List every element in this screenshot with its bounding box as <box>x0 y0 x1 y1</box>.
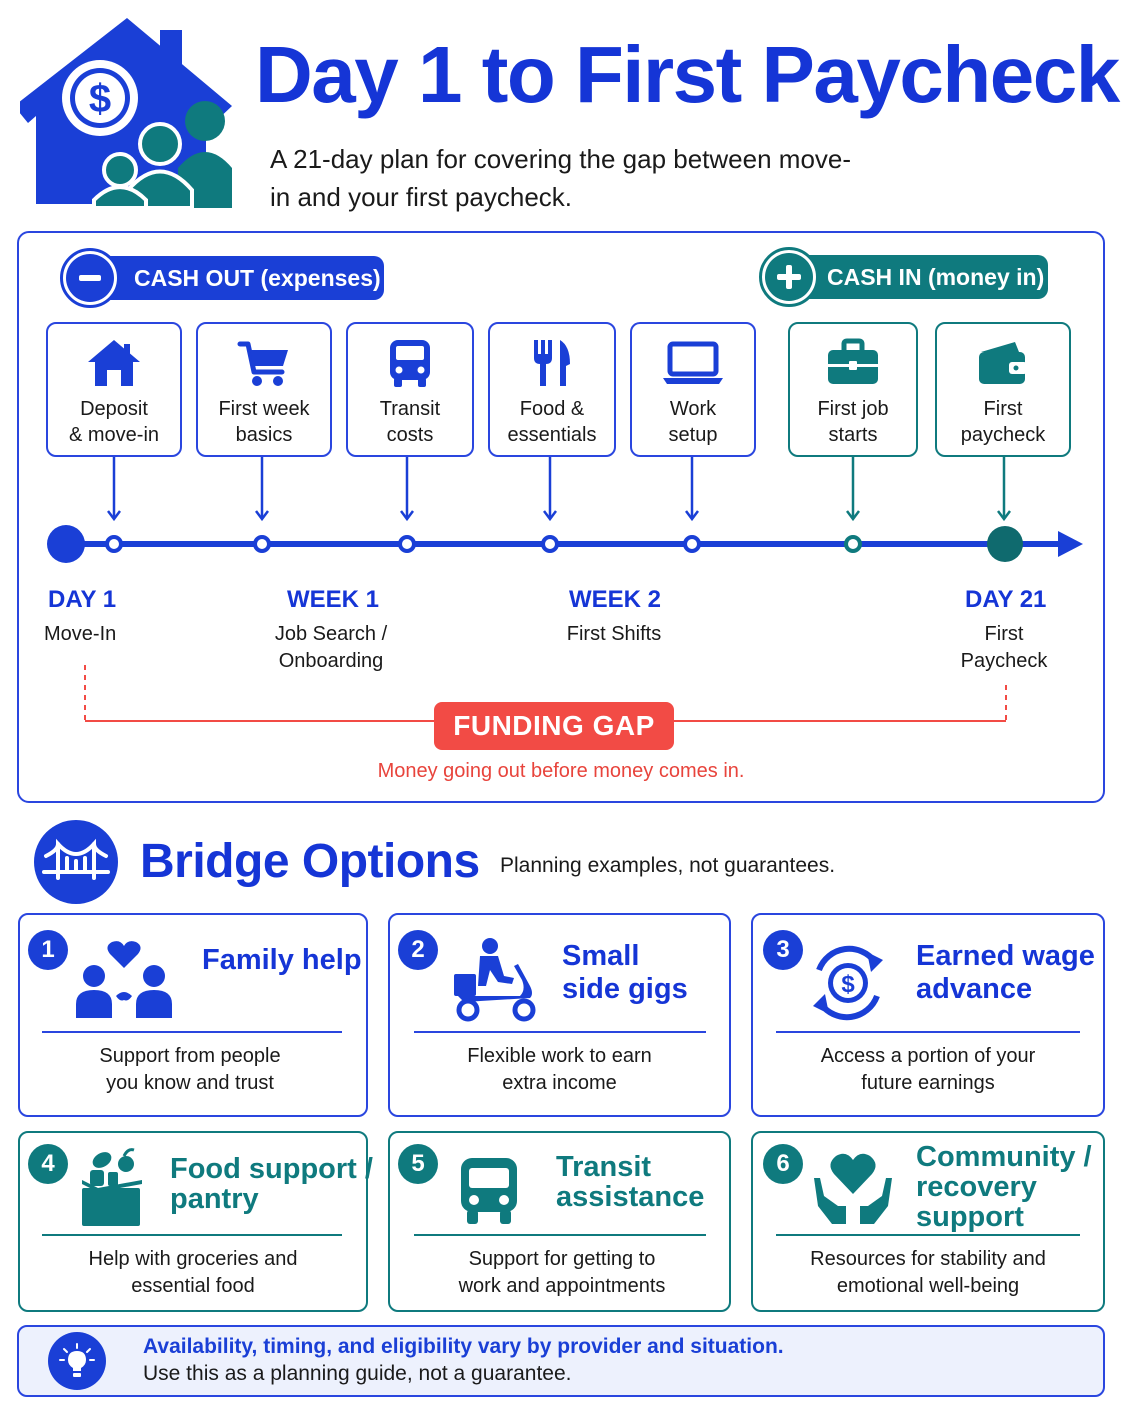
cash-out-header: CASH OUT (expenses) <box>70 256 384 300</box>
plus-icon <box>759 247 819 307</box>
bridge-options-note: Planning examples, not guarantees. <box>500 854 836 877</box>
option-desc: Flexible work to earn extra income <box>467 1045 652 1094</box>
grocery-box-icon <box>82 1148 142 1226</box>
funding-gap-note: Money going out before money comes in. <box>377 760 745 782</box>
milestone-day1-sub: Move-In <box>44 623 117 645</box>
option-divider <box>414 1234 706 1236</box>
stage-label: First job starts <box>817 398 889 446</box>
start-dot <box>47 525 85 563</box>
paycheck-dot <box>987 526 1023 562</box>
milestone-week2-label: WEEK 2 <box>569 586 662 613</box>
option-number: 4 <box>28 1144 68 1184</box>
stage-card-work-setup: Work setup <box>630 322 756 457</box>
minus-icon <box>60 248 120 308</box>
option-divider <box>414 1031 706 1033</box>
svg-text:$: $ <box>89 77 111 121</box>
timeline-nodes <box>105 535 701 553</box>
funding-gap-bracket <box>84 665 1007 722</box>
fork-knife-icon <box>534 340 570 386</box>
option-number: 1 <box>28 930 68 970</box>
stage-card-food: Food & essentials <box>488 322 616 457</box>
stage-card-transit: Transit costs <box>346 322 474 457</box>
wallet-icon <box>979 342 1027 384</box>
bridge-options-title: Bridge Options <box>140 835 480 888</box>
timeline-panel <box>17 231 1105 803</box>
bus-icon <box>461 1158 517 1224</box>
option-title: Food support / pantry <box>170 1153 373 1215</box>
option-card-side-gigs <box>388 913 731 1117</box>
funding-gap-badge: FUNDING GAP <box>434 702 674 750</box>
shopping-cart-icon <box>237 341 288 386</box>
milestone-week2-sub: First Shifts <box>566 623 662 645</box>
option-divider <box>42 1031 342 1033</box>
footer-disclaimer <box>17 1325 1105 1397</box>
stage-card-first-job: First job starts <box>788 322 918 457</box>
milestone-day21-label: DAY 21 <box>965 586 1047 613</box>
scooter-delivery-icon <box>454 938 536 1022</box>
family-heart-icon <box>76 941 172 1018</box>
option-desc: Access a portion of your future earnings <box>820 1045 1036 1094</box>
stage-label: Transit costs <box>379 398 441 446</box>
option-title: Family help <box>202 944 362 976</box>
dollar-cycle-icon: $ <box>813 945 883 1021</box>
milestone-day1-label: DAY 1 <box>48 586 117 613</box>
option-divider <box>776 1031 1080 1033</box>
stage-label: Work setup <box>668 398 718 446</box>
option-number: 3 <box>763 930 803 970</box>
option-divider <box>42 1234 342 1236</box>
option-title: Small side gigs <box>562 940 688 1005</box>
footer-text: Use this as a planning guide, not a guar… <box>143 1362 572 1385</box>
option-title: Community / recovery support <box>916 1141 1092 1233</box>
stage-label: First week basics <box>218 398 310 446</box>
stage-label: First paycheck <box>960 398 1046 446</box>
timeline-track <box>47 457 1083 722</box>
stage-card-first-week: First week basics <box>196 322 332 457</box>
bus-icon <box>390 340 430 387</box>
milestone-week1-sub: Job Search / Onboarding <box>274 623 388 672</box>
stage-label: Deposit & move-in <box>68 398 160 446</box>
option-divider <box>776 1234 1080 1236</box>
option-desc: Help with groceries and essential food <box>88 1248 298 1297</box>
option-title: Earned wage advance <box>916 940 1095 1005</box>
option-card-earned-wage <box>751 913 1105 1117</box>
option-number: 6 <box>763 1144 803 1184</box>
stage-arrows <box>107 457 699 522</box>
option-card-food-support <box>18 1131 368 1312</box>
option-number: 2 <box>398 930 438 970</box>
briefcase-icon <box>828 338 878 384</box>
option-card-transit-assistance <box>388 1131 731 1312</box>
income-arrows <box>846 457 1011 522</box>
job-start-node <box>844 535 862 553</box>
milestone-week1-label: WEEK 1 <box>287 586 380 613</box>
option-desc: Support from people you know and trust <box>99 1045 281 1094</box>
option-number: 5 <box>398 1144 438 1184</box>
footer-bold-text: Availability, timing, and eligibility va… <box>143 1335 784 1358</box>
page-subtitle: A 21-day plan for covering the gap betwe… <box>270 144 852 212</box>
page-title: Day 1 to First Paycheck <box>255 30 1120 119</box>
svg-text:$: $ <box>841 971 855 998</box>
house-money-family-logo: $ <box>20 18 232 210</box>
option-card-community-support <box>751 1131 1105 1312</box>
option-desc: Support for getting to work and appointm… <box>458 1248 666 1297</box>
milestone-day21-sub: First Paycheck <box>960 623 1048 672</box>
stage-label: Food & essentials <box>507 398 597 446</box>
bridge-icon <box>34 820 118 904</box>
hands-heart-icon <box>814 1153 892 1224</box>
stage-card-deposit: Deposit & move-in <box>46 322 182 457</box>
stage-card-first-paycheck: First paycheck <box>935 322 1071 457</box>
house-icon <box>88 340 140 386</box>
laptop-icon <box>663 341 723 384</box>
timeline-arrowhead <box>1058 531 1083 557</box>
lightbulb-icon <box>48 1332 106 1390</box>
option-desc: Resources for stability and emotional we… <box>810 1248 1046 1297</box>
option-title: Transit assistance <box>556 1151 705 1213</box>
